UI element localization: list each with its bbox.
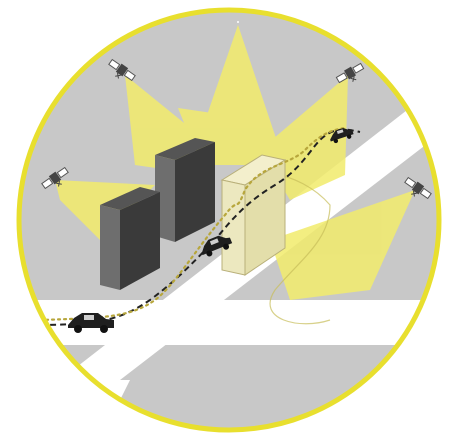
dark-building-front-face: [100, 205, 120, 290]
horizontal-road: [0, 300, 458, 345]
satellite-top-center: [237, 21, 239, 23]
glass-building-front: [222, 180, 245, 275]
dark-building-back: [155, 138, 215, 242]
